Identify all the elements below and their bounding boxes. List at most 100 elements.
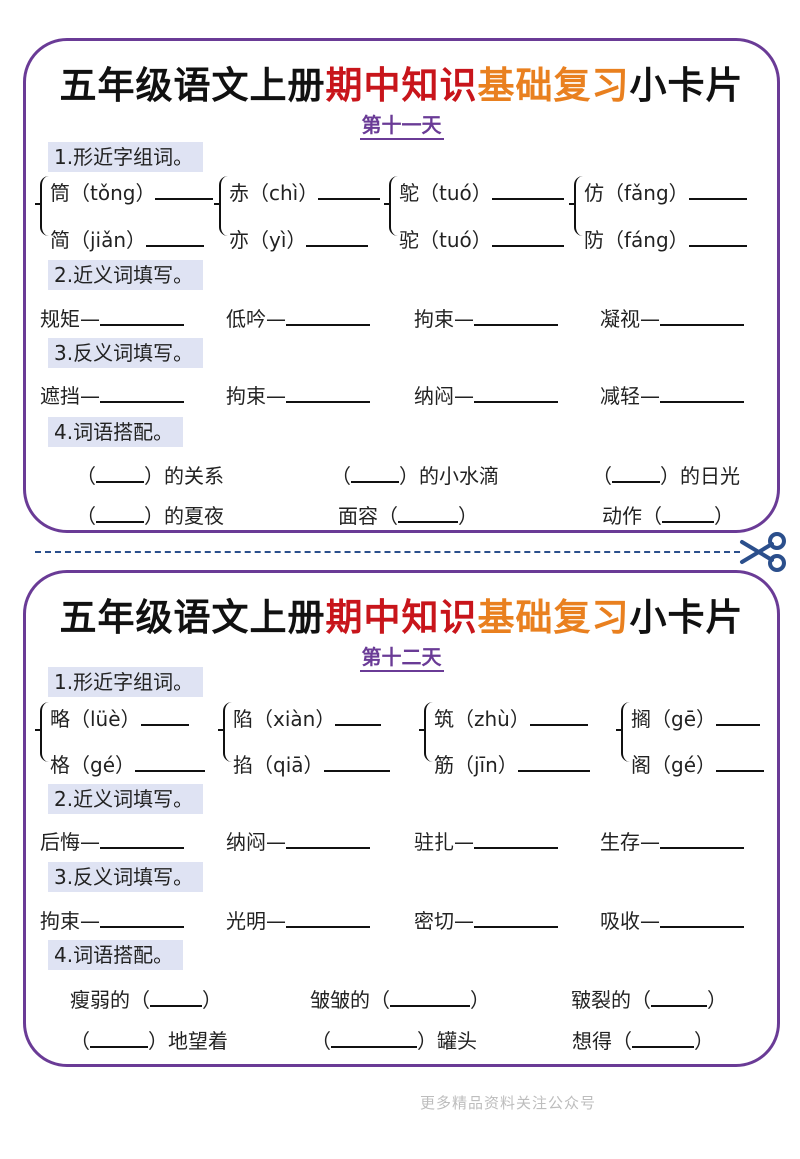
collocation-item: 动作（） [602,503,734,528]
answer-blank[interactable] [474,383,558,403]
answer-blank[interactable] [100,908,184,928]
card-title: 五年级语文上册期中知识基础复习小卡片 [59,63,744,107]
synonym-item: 后悔— [40,826,184,855]
answer-blank[interactable] [716,752,764,772]
answer-blank[interactable] [390,987,470,1007]
day-label: 第十二天 [26,641,777,672]
antonym-item: 吸收— [600,905,744,934]
cut-line [35,551,740,553]
answer-blank[interactable] [660,829,744,849]
card-title: 五年级语文上册期中知识基础复习小卡片 [59,595,744,639]
answer-blank[interactable] [398,503,458,523]
synonym-item: 拘束— [414,303,558,332]
section-heading-synonyms: 2.近义词填写。 [48,260,204,290]
answer-blank[interactable] [688,227,747,247]
answer-blank[interactable] [632,1028,694,1048]
answer-blank[interactable] [688,180,747,200]
antonym-item: 纳闷— [414,380,558,409]
answer-blank[interactable] [474,908,558,928]
char-item: 仿（fǎng） [584,177,747,206]
answer-blank[interactable] [150,987,202,1007]
answer-blank[interactable] [286,306,370,326]
section-heading-collocation: 4.词语搭配。 [48,940,184,970]
char-item: 赤（chì） [229,177,381,206]
synonym-item: 低吟— [226,303,370,332]
answer-blank[interactable] [474,829,558,849]
answer-blank[interactable] [651,987,707,1007]
answer-blank[interactable] [660,306,744,326]
collocation-item: （）的夏夜 [76,503,224,528]
antonym-item: 减轻— [600,380,744,409]
answer-blank[interactable] [146,227,205,247]
char-item: 阁（gé） [631,749,764,778]
section-heading-antonyms: 3.反义词填写。 [48,338,204,368]
section-heading-synonyms: 2.近义词填写。 [48,784,204,814]
answer-blank[interactable] [100,829,184,849]
collocation-item: 皲裂的（） [571,987,727,1012]
answer-blank[interactable] [335,706,382,726]
antonym-item: 光明— [226,905,370,934]
answer-blank[interactable] [306,227,369,247]
char-item: 陷（xiàn） [233,703,382,732]
answer-blank[interactable] [286,829,370,849]
scissors-icon [740,532,786,572]
answer-blank[interactable] [100,383,184,403]
collocation-item: （）的关系 [76,463,224,488]
answer-blank[interactable] [100,306,184,326]
answer-blank[interactable] [286,908,370,928]
answer-blank[interactable] [135,752,205,772]
brace-icon [35,702,49,762]
collocation-item: （）的小水滴 [331,463,499,488]
synonym-item: 规矩— [40,303,184,332]
answer-blank[interactable] [529,706,588,726]
char-item: 筒（tǒng） [50,177,214,206]
day-label: 第十一天 [26,109,777,140]
collocation-item: 面容（） [338,503,478,528]
brace-icon [214,176,228,236]
brace-icon [35,176,49,236]
char-item: 筋（jīn） [434,749,590,778]
answer-blank[interactable] [662,503,714,523]
answer-blank[interactable] [96,463,144,483]
section-heading-similar-chars: 1.形近字组词。 [48,142,204,172]
answer-blank[interactable] [155,180,214,200]
answer-blank[interactable] [517,752,590,772]
collocation-item: （）地望着 [70,1028,228,1053]
brace-icon [569,176,583,236]
char-item: 防（fáng） [584,224,747,253]
synonym-item: 凝视— [600,303,744,332]
answer-blank[interactable] [140,706,189,726]
review-card-day-12: 五年级语文上册期中知识基础复习小卡片 第十二天 1.形近字组词。 略（lüè） … [23,570,780,1067]
answer-blank[interactable] [612,463,660,483]
answer-blank[interactable] [474,306,558,326]
synonym-item: 驻扎— [414,826,558,855]
brace-icon [616,702,630,762]
answer-blank[interactable] [716,706,760,726]
answer-blank[interactable] [96,503,144,523]
char-item: 亦（yì） [229,224,369,253]
answer-blank[interactable] [331,1028,417,1048]
char-item: 鸵（tuó） [399,177,564,206]
brace-icon [419,702,433,762]
char-item: 筑（zhù） [434,703,588,732]
section-heading-collocation: 4.词语搭配。 [48,417,184,447]
answer-blank[interactable] [660,908,744,928]
answer-blank[interactable] [286,383,370,403]
synonym-item: 纳闷— [226,826,370,855]
char-item: 略（lüè） [50,703,189,732]
answer-blank[interactable] [318,180,381,200]
char-item: 简（jiǎn） [50,224,205,253]
collocation-item: （）的日光 [592,463,740,488]
answer-blank[interactable] [351,463,399,483]
answer-blank[interactable] [491,227,564,247]
answer-blank[interactable] [660,383,744,403]
section-heading-similar-chars: 1.形近字组词。 [48,667,204,697]
answer-blank[interactable] [90,1028,148,1048]
synonym-item: 生存— [600,826,744,855]
answer-blank[interactable] [323,752,390,772]
collocation-item: 皱皱的（） [310,987,490,1012]
char-item: 掐（qiā） [233,749,390,778]
answer-blank[interactable] [491,180,564,200]
section-heading-antonyms: 3.反义词填写。 [48,862,204,892]
char-item: 搁（gē） [631,703,760,732]
